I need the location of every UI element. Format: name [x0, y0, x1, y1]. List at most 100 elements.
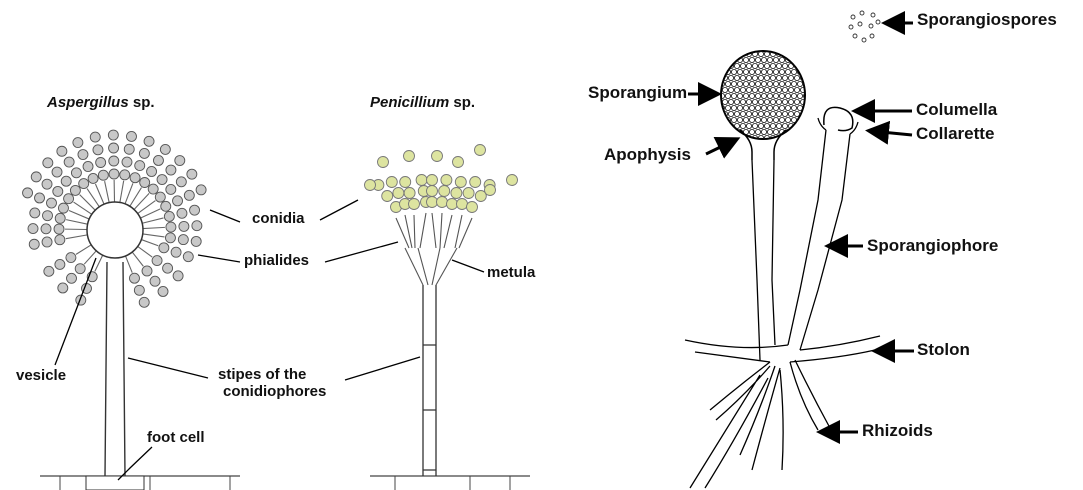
label-stolon: Stolon — [917, 340, 970, 360]
sporangiospore — [800, 63, 805, 68]
conidium — [485, 185, 496, 196]
conidium — [83, 161, 93, 171]
conidium — [386, 177, 397, 188]
conidium — [441, 175, 452, 186]
label-apophysis: Apophysis — [604, 145, 691, 165]
phialide — [66, 235, 88, 239]
conidium — [79, 179, 89, 189]
sporangiospore — [719, 57, 724, 62]
conidium — [41, 224, 51, 234]
label-sporangiophore: Sporangiophore — [867, 236, 998, 256]
conidium — [46, 198, 56, 208]
label-stipes-line1: stipes of the — [218, 366, 306, 383]
conidium — [455, 177, 466, 188]
phialide — [95, 255, 103, 271]
conidium — [124, 144, 134, 154]
conidium — [439, 186, 450, 197]
sporangiospore — [788, 51, 793, 56]
phialide — [140, 209, 160, 218]
conidium — [164, 211, 174, 221]
conidium — [122, 157, 132, 167]
label-vesicle: vesicle — [16, 367, 66, 384]
label-metula: metula — [487, 264, 535, 281]
label-sporangium: Sporangium — [588, 83, 687, 103]
conidium — [55, 235, 65, 245]
penicillium-suffix: sp. — [449, 94, 475, 111]
conidium — [148, 184, 158, 194]
arrow-apophysis — [706, 140, 735, 154]
aspergillus-suffix: sp. — [129, 94, 155, 111]
conidium — [67, 273, 77, 283]
conidium — [437, 197, 448, 208]
sporangiospore — [797, 129, 802, 134]
penicillium-metulae — [396, 213, 472, 285]
columella — [824, 107, 853, 130]
conidium — [129, 273, 139, 283]
phialide — [125, 256, 132, 273]
label-columella: Columella — [916, 100, 997, 120]
conidium — [53, 186, 63, 196]
sporangiospore — [800, 51, 805, 56]
conidium — [183, 252, 193, 262]
aspergillus-title: Aspergillus sp. — [47, 94, 155, 111]
phialide — [143, 227, 165, 228]
conidium — [378, 157, 389, 168]
conidium — [427, 197, 438, 208]
conidium — [160, 144, 170, 154]
label-conidia: conidia — [252, 210, 305, 227]
conidium — [58, 283, 68, 293]
conidium — [416, 175, 427, 186]
conidium — [120, 170, 130, 180]
conidium — [179, 221, 189, 231]
conidium — [96, 158, 106, 168]
sporangiospore — [803, 129, 808, 134]
conidium — [78, 150, 88, 160]
phialide — [66, 220, 88, 225]
conidium — [98, 170, 108, 180]
conidium — [171, 247, 181, 257]
conidium — [165, 233, 175, 243]
stolon — [685, 336, 880, 362]
conidium — [35, 193, 45, 203]
aspergillus-genus: Aspergillus — [47, 94, 129, 111]
conidium — [43, 158, 53, 168]
label-stipes-line2: conidiophores — [223, 383, 326, 400]
conidium — [71, 168, 81, 178]
conidium — [467, 202, 478, 213]
conidium — [134, 285, 144, 295]
sporangiospore — [794, 135, 799, 140]
sporangiospore — [719, 129, 724, 134]
arrow-collarette — [871, 131, 912, 135]
sporangiospore — [800, 123, 805, 128]
phialide — [143, 234, 165, 237]
sporangiospore — [806, 51, 811, 56]
sporangiospore — [791, 129, 796, 134]
conidium — [184, 190, 194, 200]
sporangiospore — [806, 99, 811, 104]
conidium — [93, 145, 103, 155]
conidium — [64, 157, 74, 167]
aspergillus-vesicle — [87, 202, 143, 258]
phialide — [105, 181, 110, 203]
sporangiophore-left — [752, 160, 775, 360]
conidium — [54, 224, 64, 234]
conidium — [135, 161, 145, 171]
conidium — [404, 151, 415, 162]
conidium — [147, 166, 157, 176]
conidium — [155, 192, 165, 202]
conidium — [150, 276, 160, 286]
conidium — [28, 224, 38, 234]
conidium — [109, 169, 119, 179]
label-foot-cell: foot cell — [147, 429, 205, 446]
conidium — [365, 180, 376, 191]
penicillium-genus: Penicillium — [370, 94, 449, 111]
conidium — [163, 263, 173, 273]
conidium — [161, 201, 171, 211]
phialide — [76, 245, 91, 255]
rhizoids — [690, 360, 830, 488]
conidium — [178, 235, 188, 245]
conidium — [66, 253, 76, 263]
conidium — [393, 188, 404, 199]
sporangiospore — [725, 57, 730, 62]
conidium — [64, 194, 74, 204]
